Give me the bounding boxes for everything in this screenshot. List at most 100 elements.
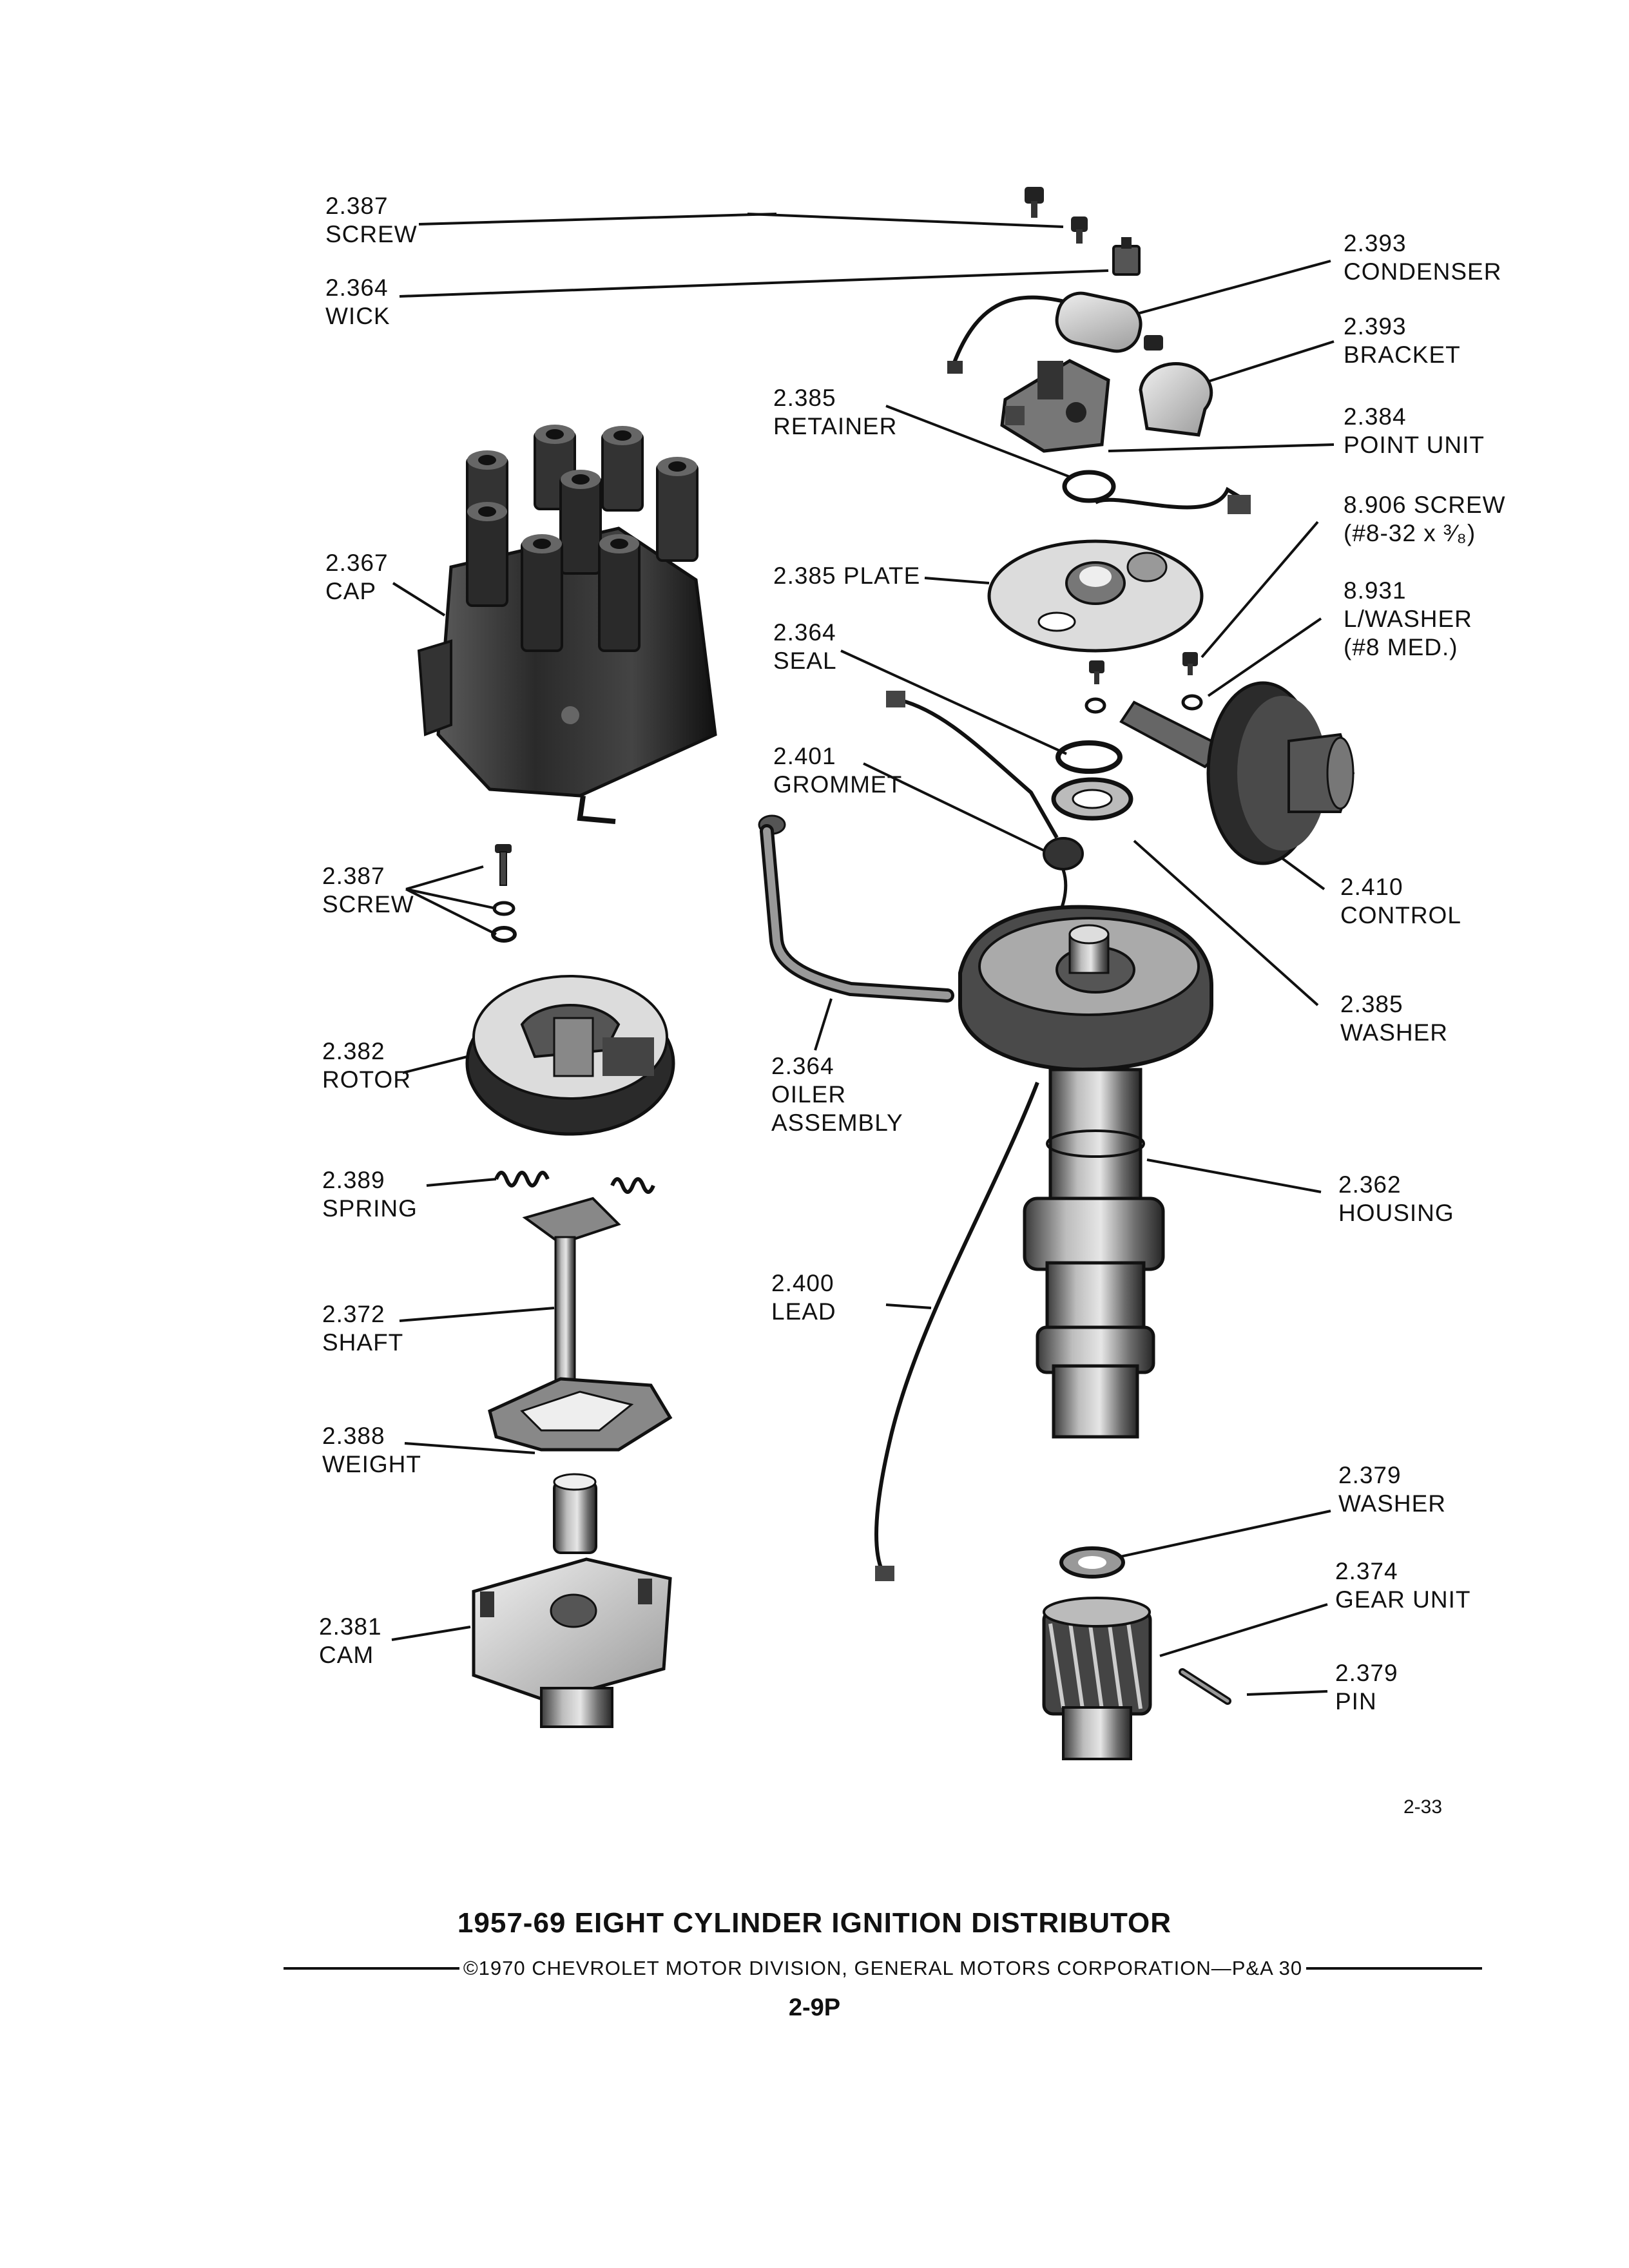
bracket bbox=[1139, 335, 1213, 437]
label-washer-379: 2.379 WASHER bbox=[1338, 1461, 1446, 1518]
part-number: 2.381 bbox=[319, 1613, 382, 1640]
label-housing: 2.362 HOUSING bbox=[1338, 1171, 1454, 1227]
part-name: CONDENSER bbox=[1344, 258, 1502, 285]
label-oiler: 2.364 OILER ASSEMBLY bbox=[771, 1052, 903, 1137]
washer-379 bbox=[1059, 1546, 1125, 1579]
rule-left bbox=[284, 1967, 459, 1970]
retainer bbox=[1062, 470, 1116, 503]
part-name: GROMMET bbox=[773, 771, 903, 798]
part-line-2: L/WASHER bbox=[1344, 606, 1472, 632]
label-control: 2.410 CONTROL bbox=[1340, 873, 1461, 930]
part-number: 2.374 bbox=[1335, 1558, 1398, 1584]
part-number: 2.364 bbox=[771, 1053, 834, 1079]
condenser bbox=[947, 291, 1142, 374]
seal bbox=[1055, 740, 1123, 774]
label-weight: 2.388 WEIGHT bbox=[322, 1422, 421, 1479]
breaker-plate bbox=[987, 486, 1251, 653]
part-number: 2.382 bbox=[322, 1038, 385, 1064]
part-name: POINT UNIT bbox=[1344, 432, 1485, 458]
part-name: WASHER bbox=[1340, 1019, 1449, 1046]
part-number: 2.393 bbox=[1344, 313, 1407, 340]
part-number: 2.364 bbox=[773, 619, 836, 646]
part-number: 2.389 bbox=[322, 1167, 385, 1193]
part-name: LEAD bbox=[771, 1298, 836, 1325]
screw-top-2 bbox=[1071, 216, 1088, 244]
part-line-3: (#8 MED.) bbox=[1344, 634, 1458, 660]
part-name: CAP bbox=[325, 578, 377, 604]
part-name: CONTROL bbox=[1340, 902, 1461, 928]
part-number: 2.385 bbox=[773, 385, 836, 411]
cap-towers bbox=[466, 425, 699, 652]
label-screw-8906: 8.906 SCREW (#8-32 x ³⁄₈) bbox=[1344, 491, 1506, 548]
label-screw-mid: 2.387 SCREW bbox=[322, 862, 414, 919]
copyright-text: ©1970 CHEVROLET MOTOR DIVISION, GENERAL … bbox=[463, 1957, 1303, 1979]
rule-right bbox=[1306, 1967, 1482, 1970]
label-gear-unit: 2.374 GEAR UNIT bbox=[1335, 1557, 1470, 1614]
part-line-2: (#8-32 x ³⁄₈) bbox=[1344, 520, 1476, 546]
part-name: SHAFT bbox=[322, 1329, 404, 1356]
label-screw-top: 2.387 SCREW bbox=[325, 192, 418, 249]
part-number: 2.362 bbox=[1338, 1171, 1402, 1198]
part-number: 2.379 bbox=[1338, 1462, 1402, 1488]
rotor bbox=[465, 975, 675, 1136]
vacuum-control bbox=[1119, 681, 1355, 865]
grommet-and-primary-wire bbox=[886, 691, 1084, 942]
part-number: 2.379 bbox=[1335, 1660, 1398, 1686]
part-number: 2.385 bbox=[1340, 991, 1403, 1017]
page-title: 1957-69 EIGHT CYLINDER IGNITION DISTRIBU… bbox=[457, 1907, 1172, 1939]
part-number: 2.400 bbox=[771, 1270, 834, 1296]
control-screw-right bbox=[1182, 652, 1198, 675]
label-cap: 2.367 CAP bbox=[325, 549, 389, 606]
part-number: 2.401 bbox=[773, 743, 836, 769]
label-washer-385: 2.385 WASHER bbox=[1340, 990, 1448, 1047]
lock-washers bbox=[1084, 694, 1203, 714]
part-name: CAM bbox=[319, 1642, 374, 1668]
point-unit bbox=[1000, 359, 1110, 453]
label-seal: 2.364 SEAL bbox=[773, 619, 837, 675]
part-name: PIN bbox=[1335, 1688, 1377, 1715]
part-line: 2.385 PLATE bbox=[773, 562, 921, 589]
label-bracket: 2.393 BRACKET bbox=[1344, 312, 1461, 369]
part-line-1: 8.931 bbox=[1344, 577, 1407, 604]
lead-wire bbox=[874, 1081, 1039, 1581]
copyright-line: ©1970 CHEVROLET MOTOR DIVISION, GENERAL … bbox=[284, 1952, 1482, 1984]
label-lead: 2.400 LEAD bbox=[771, 1269, 836, 1326]
part-name: ROTOR bbox=[322, 1066, 411, 1093]
label-condenser: 2.393 CONDENSER bbox=[1344, 229, 1501, 286]
rotor-screw-set bbox=[491, 844, 517, 943]
label-grommet: 2.401 GROMMET bbox=[773, 742, 902, 799]
part-line-1: 8.906 SCREW bbox=[1344, 492, 1506, 518]
label-wick: 2.364 WICK bbox=[325, 274, 390, 331]
pin bbox=[1179, 1668, 1231, 1705]
part-name: BRACKET bbox=[1344, 341, 1461, 368]
screw-top-1 bbox=[1025, 187, 1044, 218]
part-number: 2.387 bbox=[325, 193, 389, 219]
part-number: 2.367 bbox=[325, 550, 389, 576]
label-cam: 2.381 CAM bbox=[319, 1613, 382, 1669]
label-retainer: 2.385 RETAINER bbox=[773, 384, 897, 441]
part-name: WEIGHT bbox=[322, 1451, 421, 1477]
leader-lines bbox=[391, 213, 1335, 1696]
part-name: SEAL bbox=[773, 648, 837, 674]
part-name: WASHER bbox=[1338, 1490, 1447, 1517]
part-name: WICK bbox=[325, 303, 390, 329]
cam-base bbox=[472, 1557, 672, 1728]
part-number: 2.393 bbox=[1344, 230, 1407, 256]
part-number: 2.372 bbox=[322, 1301, 385, 1327]
label-shaft: 2.372 SHAFT bbox=[322, 1300, 403, 1357]
part-number: 2.388 bbox=[322, 1423, 385, 1449]
label-rotor: 2.382 ROTOR bbox=[322, 1037, 411, 1094]
part-line-3: ASSEMBLY bbox=[771, 1110, 903, 1136]
label-spring: 2.389 SPRING bbox=[322, 1166, 418, 1223]
oiler-assembly bbox=[758, 814, 954, 1003]
distributor-shaft bbox=[488, 1196, 673, 1452]
control-screw-left bbox=[1089, 660, 1104, 684]
part-name: RETAINER bbox=[773, 413, 898, 439]
part-number: 2.387 bbox=[322, 863, 385, 889]
housing bbox=[958, 905, 1213, 1439]
part-name: HOUSING bbox=[1338, 1200, 1454, 1226]
washer-385 bbox=[1051, 777, 1133, 821]
part-name: SPRING bbox=[322, 1195, 418, 1222]
cam-bushing bbox=[553, 1473, 597, 1554]
